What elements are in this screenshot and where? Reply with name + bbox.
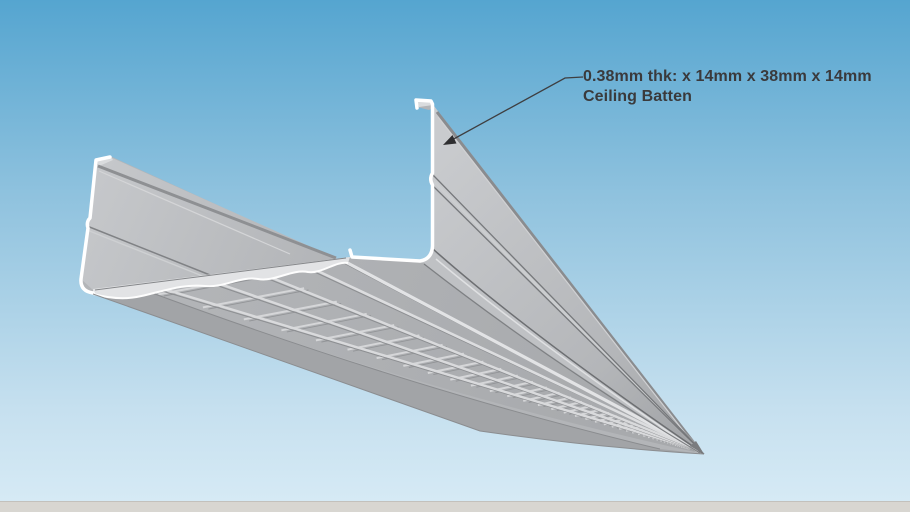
arrowhead-icon: [443, 135, 457, 145]
near-web-groove: [432, 174, 700, 449]
annotation-dimensions: 0.38mm thk: x 14mm x 38mm x 14mm: [583, 68, 872, 85]
far-web-face: [81, 156, 338, 290]
near-web-face: [416, 99, 705, 455]
ground-strip: [0, 501, 910, 512]
rib-crest-lines: [150, 257, 703, 453]
far-web-groove: [86, 225, 216, 278]
cut-edge-highlights: [79, 98, 435, 295]
batten-model: [79, 98, 705, 455]
annotation-title: Ceiling Batten: [583, 88, 692, 105]
annotation-leader: [443, 76, 584, 145]
pan-near-margin: [350, 250, 704, 454]
pan-knurled-underside: [143, 257, 704, 454]
pan-bottom-band: [93, 290, 704, 454]
pan-end-corrugation-edge: [92, 257, 350, 300]
annotation-callout: 0.38mm thk: x 14mm x 38mm x 14mm Ceiling…: [583, 67, 872, 107]
batten-tip: [690, 441, 704, 454]
